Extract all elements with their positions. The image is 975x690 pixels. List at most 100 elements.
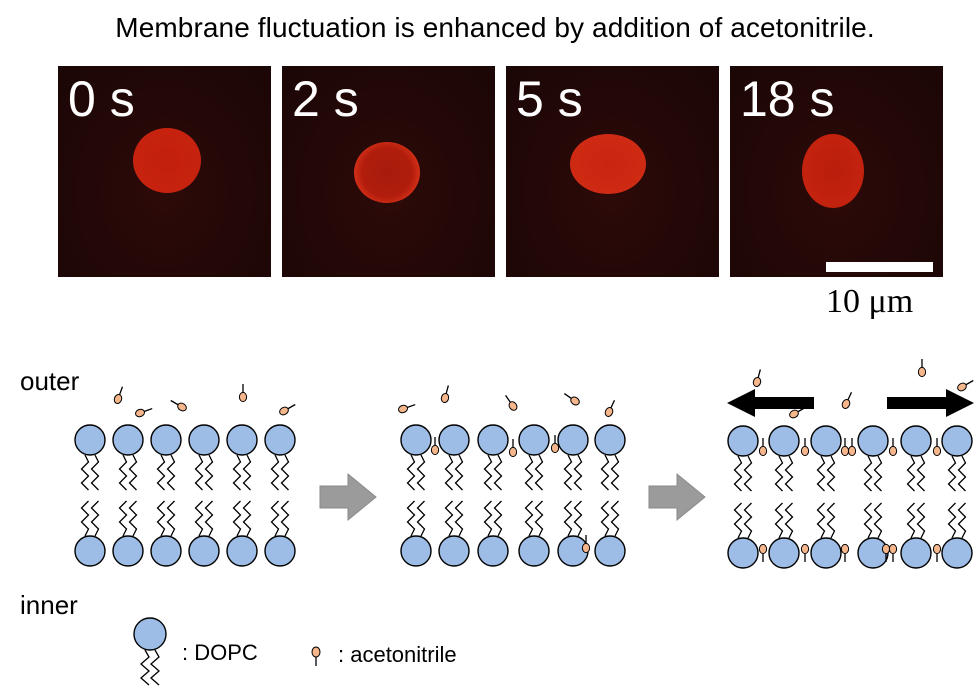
- legend-lipid-tail: [150, 649, 160, 686]
- dopc-head: [810, 425, 842, 457]
- lipid-tail: [156, 454, 166, 491]
- lipid-tail: [194, 500, 204, 537]
- acetonitrile-molecule: [932, 543, 942, 562]
- lipid-tail: [774, 455, 784, 492]
- lipid-tail: [816, 455, 826, 492]
- dopc-head: [112, 535, 144, 567]
- micrograph-panel-2s: 2 s: [282, 66, 495, 277]
- dopc-head: [150, 535, 182, 567]
- vesicle: [570, 134, 646, 194]
- acetonitrile-stick: [170, 399, 179, 406]
- lipid-tail: [242, 500, 252, 537]
- dopc-head: [768, 425, 800, 457]
- acetonitrile-body: [238, 391, 248, 403]
- lipid-tail: [600, 454, 610, 491]
- acetonitrile-molecule: [957, 379, 974, 392]
- dopc-head: [150, 424, 182, 456]
- lipid-bilayers: [74, 424, 973, 569]
- vesicle: [133, 128, 201, 193]
- acetonitrile-stick: [610, 399, 616, 409]
- acetonitrile-molecule: [917, 359, 927, 378]
- acetonitrile-molecule: [840, 543, 850, 562]
- lipid-tail: [128, 500, 138, 537]
- acetonitrile-molecule: [752, 369, 762, 388]
- time-label: 18 s: [740, 71, 835, 127]
- lipid-tail: [610, 454, 620, 491]
- lipid-tail: [454, 454, 464, 491]
- process-arrows: [319, 389, 974, 522]
- acetonitrile-molecule: [113, 386, 124, 404]
- acetonitrile-body: [957, 382, 967, 392]
- lipid-tail: [947, 502, 957, 539]
- lipid-tail: [774, 502, 784, 539]
- acetonitrile-molecule: [847, 438, 857, 457]
- acetonitrile-molecule: [841, 391, 853, 409]
- acetonitrile-stick: [445, 385, 449, 395]
- acetonitrile-molecule: [508, 439, 518, 458]
- acetonitrile-molecule: [430, 437, 440, 456]
- acetonitrile-molecule: [505, 394, 518, 411]
- legend-dopc-icon: [133, 617, 167, 651]
- acetonitrile-molecule: [888, 543, 898, 562]
- lipid-tail: [80, 454, 90, 491]
- acetonitrile-stick: [143, 407, 153, 413]
- acetonitrile-body: [888, 445, 898, 457]
- acetonitrile-molecules: [113, 359, 974, 562]
- lipid-tail: [573, 500, 583, 537]
- acetonitrile-body: [508, 446, 518, 458]
- dopc-head: [226, 424, 258, 456]
- acetonitrile-molecule: [550, 435, 560, 454]
- lipid-tail: [194, 454, 204, 491]
- dopc-head: [518, 535, 550, 567]
- lipid-tail: [563, 500, 573, 537]
- acetonitrile-body: [881, 543, 891, 555]
- dopc-head: [594, 535, 626, 567]
- acetonitrile-stick: [118, 386, 124, 396]
- lipid-tail: [600, 500, 610, 537]
- acetonitrile-molecule: [581, 535, 591, 554]
- legend-acetonitrile-label: : acetonitrile: [338, 642, 457, 667]
- acetonitrile-body: [841, 399, 851, 409]
- lipid-tail: [947, 455, 957, 492]
- lipid-tail: [416, 500, 426, 537]
- dopc-head: [438, 535, 470, 567]
- acetonitrile-body: [550, 442, 560, 454]
- micrograph-panel-0s: 0 s: [58, 66, 271, 277]
- legend-lipid-tail: [140, 649, 150, 686]
- lipid-tail: [916, 455, 926, 492]
- process-arrow: [319, 472, 377, 522]
- acetonitrile-molecule: [800, 543, 810, 562]
- dopc-head: [941, 425, 973, 457]
- acetonitrile-body: [570, 396, 580, 406]
- acetonitrile-molecule: [800, 438, 810, 457]
- dopc-head: [557, 424, 589, 456]
- acetonitrile-molecule: [888, 438, 898, 457]
- lipid-tail: [204, 500, 214, 537]
- lipid-tail: [483, 454, 493, 491]
- lipid-tail: [816, 502, 826, 539]
- lipid-tail: [90, 454, 100, 491]
- lipid-tail: [80, 500, 90, 537]
- lipid-tail: [957, 455, 967, 492]
- lipid-tail: [242, 454, 252, 491]
- outer-label: outer: [20, 366, 80, 396]
- lipid-tail: [733, 502, 743, 539]
- process-arrow: [648, 472, 706, 522]
- dopc-head: [727, 425, 759, 457]
- dopc-head: [188, 535, 220, 567]
- acetonitrile-molecule: [170, 399, 187, 412]
- micrograph-panel-5s: 5 s: [506, 66, 719, 277]
- legend-icons: [133, 617, 321, 686]
- acetonitrile-molecule: [932, 438, 942, 457]
- dopc-head: [74, 424, 106, 456]
- acetonitrile-body: [311, 646, 321, 658]
- lipid-tail: [906, 455, 916, 492]
- acetonitrile-molecule: [279, 403, 296, 416]
- acetonitrile-body: [800, 445, 810, 457]
- dopc-head: [810, 537, 842, 569]
- legend-dopc-label: : DOPC: [182, 640, 258, 665]
- acetonitrile-body: [789, 409, 799, 419]
- vesicle: [802, 134, 864, 208]
- lipid-tail: [406, 500, 416, 537]
- acetonitrile-body: [440, 392, 450, 404]
